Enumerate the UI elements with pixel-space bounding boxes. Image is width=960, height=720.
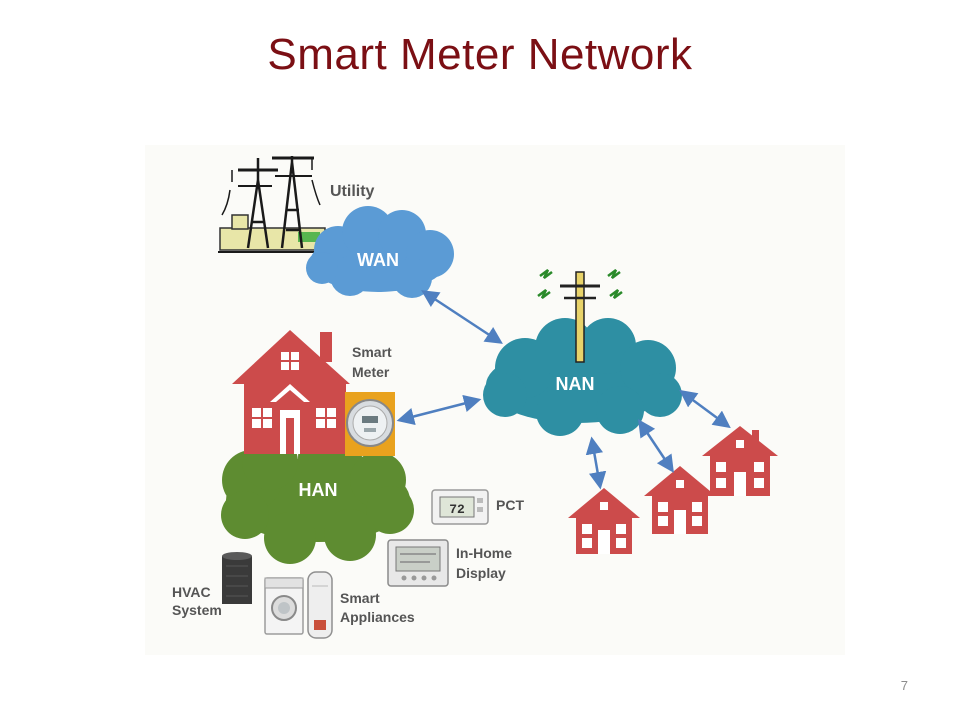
- thermostat-icon: [431, 489, 489, 525]
- smart-appliances-label-line1: Smart: [340, 590, 380, 606]
- nan-house2-arrow: [638, 419, 674, 473]
- hvac-label-line2: System: [172, 602, 222, 618]
- utility-label: Utility: [330, 183, 375, 200]
- nan-house3-arrow: [679, 389, 731, 429]
- nan-house1-arrow: [585, 436, 607, 490]
- neighbor-house-icon: [644, 466, 716, 534]
- washer-icon: [264, 577, 304, 635]
- meter-nan-arrow: [396, 395, 482, 425]
- nan-label: NAN: [556, 374, 595, 394]
- water-heater-icon: [307, 571, 333, 639]
- smart-appliances-label-line2: Appliances: [340, 609, 415, 625]
- pct-label: PCT: [496, 497, 524, 513]
- hvac-label-line1: HVAC: [172, 584, 211, 600]
- in-home-display-label-line2: Display: [456, 565, 506, 581]
- smart-meter-label-line2: Meter: [352, 364, 390, 380]
- page-number: 7: [900, 678, 908, 693]
- home-icon: [232, 330, 350, 454]
- in-home-display-icon: [387, 539, 449, 587]
- wireless-pole-icon: [537, 269, 623, 363]
- wan-cloud: [306, 206, 454, 298]
- utility-tower-icon: [218, 156, 330, 253]
- connection-arrows: [396, 290, 731, 490]
- wan-nan-arrow: [421, 290, 503, 344]
- neighbor-house-icon: [702, 426, 778, 496]
- hvac-unit-icon: [222, 552, 252, 604]
- neighbor-house-icon: [568, 488, 640, 554]
- thermostat-reading: 72: [449, 502, 465, 517]
- slide-title: Smart Meter Network: [267, 30, 693, 79]
- smart-meter-label-line1: Smart: [352, 344, 392, 360]
- wan-label: WAN: [357, 250, 399, 270]
- in-home-display-label-line1: In-Home: [456, 545, 512, 561]
- smart-meter-icon: [345, 392, 395, 456]
- han-label: HAN: [299, 480, 338, 500]
